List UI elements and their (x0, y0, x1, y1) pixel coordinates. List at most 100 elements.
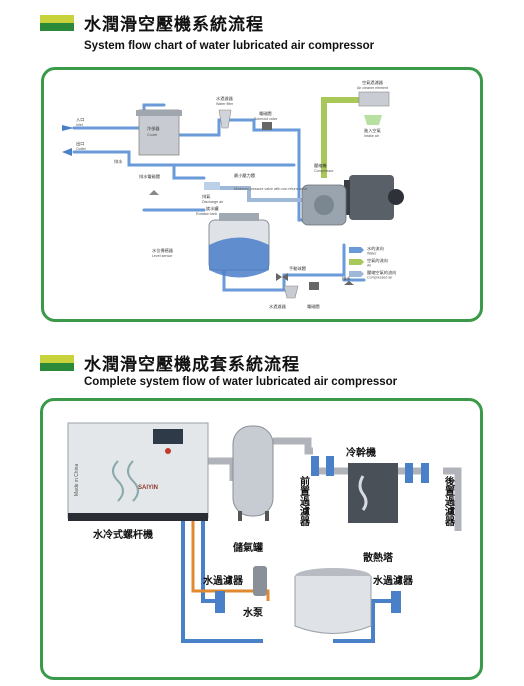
legend-air-label: 空氣的流向 (367, 257, 388, 264)
air-cleaner-label-en: Air cleaner element (357, 86, 388, 90)
section1-subtitle: System flow chart of water lubricated ai… (84, 40, 375, 52)
legend: 水的流向 Water 空氣的流向 Air 壓縮空氣的流向 Compressed … (349, 245, 396, 280)
tank-body (232, 425, 274, 517)
intake-air-icon (364, 115, 382, 125)
air-cleaner-label: 空氣過濾器 (362, 79, 384, 86)
section1-title: 水潤滑空壓機系統流程 (84, 15, 264, 35)
discharge-air-label-en: Discharge air (202, 200, 224, 204)
system-flow-chart: 冷卻器 Cooler 入口 Inlet 出口 Outlet 水過濾器 Water… (41, 67, 483, 322)
legend-water-arrow-icon (349, 247, 364, 253)
water-filter-left (215, 591, 225, 613)
compressor-motor (349, 175, 394, 220)
tower-body (294, 576, 372, 634)
drain-label: 排水 (114, 158, 123, 165)
compressor-head (314, 195, 334, 215)
motor-fan (388, 189, 404, 205)
pre-filter-label: 前置過濾器 (298, 475, 311, 527)
level-sensor-label: 水位傳感器 (152, 247, 174, 254)
pre-filter-2 (326, 456, 334, 476)
bottom-solenoid-valve (309, 282, 319, 290)
system-flow-svg: SAIYIN Made in China 水冷式螺杆機 儲氣罐 前置過濾器 冷幹… (67, 422, 462, 643)
water-filter2-label: 水過濾器 (269, 303, 287, 310)
air-tank-label: 儲氣罐 (232, 541, 263, 554)
manual-valve-label: 手動球閥 (289, 265, 306, 272)
water-pipes (181, 521, 393, 643)
cooler-label: 冷卻器 (147, 125, 160, 132)
cooling-tower-label: 散熱塔 (363, 551, 394, 564)
cooler (138, 109, 180, 156)
inlet-label: 入口 (76, 117, 84, 122)
air-pipe (321, 97, 374, 178)
bottom-water-filter (283, 285, 299, 299)
water-filter-label: 水過濾器 (202, 574, 244, 587)
complete-system-flow: SAIYIN Made in China 水冷式螺杆機 儲氣罐 前置過濾器 冷幹… (40, 398, 483, 680)
post-filter-1 (405, 463, 413, 483)
emergency-stop-icon (165, 448, 171, 454)
section2-title: 水潤滑空壓機成套系統流程 (84, 355, 300, 375)
compressor-label-en: Compressor (314, 169, 334, 173)
dryer-body (348, 463, 398, 523)
level-sensor-label-en: Level sensor (152, 254, 173, 258)
rotation-tank-label: 旋水罐 (206, 205, 219, 212)
post-filter-label: 後置過濾器 (443, 475, 456, 527)
min-pressure-label: 最小壓力閥 (234, 172, 255, 179)
post-filter-unit (405, 463, 429, 483)
section-marker (40, 14, 74, 31)
water-cooled-screw-machine: SAIYIN Made in China (67, 422, 209, 521)
inlet-arrow-icon (62, 125, 74, 131)
motor-flange (344, 180, 350, 215)
section2-header: 水潤滑空壓機成套系統流程 (40, 350, 300, 375)
dryer-logo-icon (358, 475, 368, 511)
screw-machine-label: 水冷式螺杆機 (92, 528, 153, 541)
intake-air-label-en: Intake air (364, 134, 380, 138)
compressed-pipe (219, 186, 304, 202)
intake-air-label: 進入空氣 (364, 127, 382, 134)
water-filter-label-en: Water filter (216, 102, 234, 106)
inlet-label-en: Inlet (76, 123, 83, 127)
cooling-tower (294, 568, 372, 634)
solenoid-valve (262, 122, 272, 130)
water-pump-label: 水泵 (242, 606, 264, 619)
legend-compressed-label-en: Compressed air (367, 276, 393, 280)
legend-air-arrow-icon (349, 259, 364, 265)
min-pressure-label-en: Minimum pressure valve with non return v… (234, 187, 307, 191)
section-marker (40, 354, 74, 371)
section1-header: 水潤滑空壓機系統流程 (40, 10, 264, 35)
legend-compressed-label: 壓縮空氣的流向 (367, 269, 396, 276)
rotation-tank-label-en: Rotation tank (196, 212, 217, 216)
solenoid-valve-label: 電磁閥 (259, 110, 272, 117)
brand-logo-icon (112, 460, 139, 502)
legend-water-label: 水的流向 (367, 245, 384, 252)
discharge-air-icon (204, 182, 220, 190)
solenoid-valve2-label: 電磁閥 (307, 303, 320, 310)
water-filter-right (391, 591, 401, 613)
cooler-label-en: Cooler (147, 133, 158, 137)
solenoid-valve-label-en: Solenoid valve (254, 117, 277, 121)
outlet-arrow-icon (62, 148, 72, 156)
air-cleaner (358, 91, 390, 107)
machine-side-text: Made in China (74, 464, 80, 496)
control-panel (153, 429, 183, 444)
discharge-air-label: 排氣 (202, 193, 211, 200)
water-filter-label: 水過濾器 (216, 95, 234, 102)
flow-chart-svg: 冷卻器 Cooler 入口 Inlet 出口 Outlet 水過濾器 Water… (62, 79, 404, 310)
dryer-label: 冷幹機 (346, 446, 376, 459)
air-tank (232, 425, 274, 521)
machine-base (68, 513, 208, 521)
compressor-label: 壓縮機 (314, 162, 327, 169)
drain2-label: 排水 (342, 275, 351, 282)
refrigerated-dryer (348, 463, 398, 523)
tank-lid (219, 213, 259, 221)
drain-solenoid-label: 排水電磁閥 (139, 173, 160, 180)
outlet-label-en: Outlet (76, 147, 86, 151)
pre-filter-1 (311, 456, 319, 476)
drain-valve-icon (149, 190, 159, 195)
cooler-cap (136, 110, 182, 116)
pre-filter-unit (311, 456, 334, 476)
water-pump (253, 566, 267, 596)
legend-air-label-en: Air (367, 264, 372, 268)
outlet-label: 出口 (76, 140, 84, 147)
machine-brand: SAIYIN (138, 485, 158, 491)
legend-compressed-arrow-icon (349, 271, 364, 277)
manual-valve-icon (276, 273, 288, 281)
